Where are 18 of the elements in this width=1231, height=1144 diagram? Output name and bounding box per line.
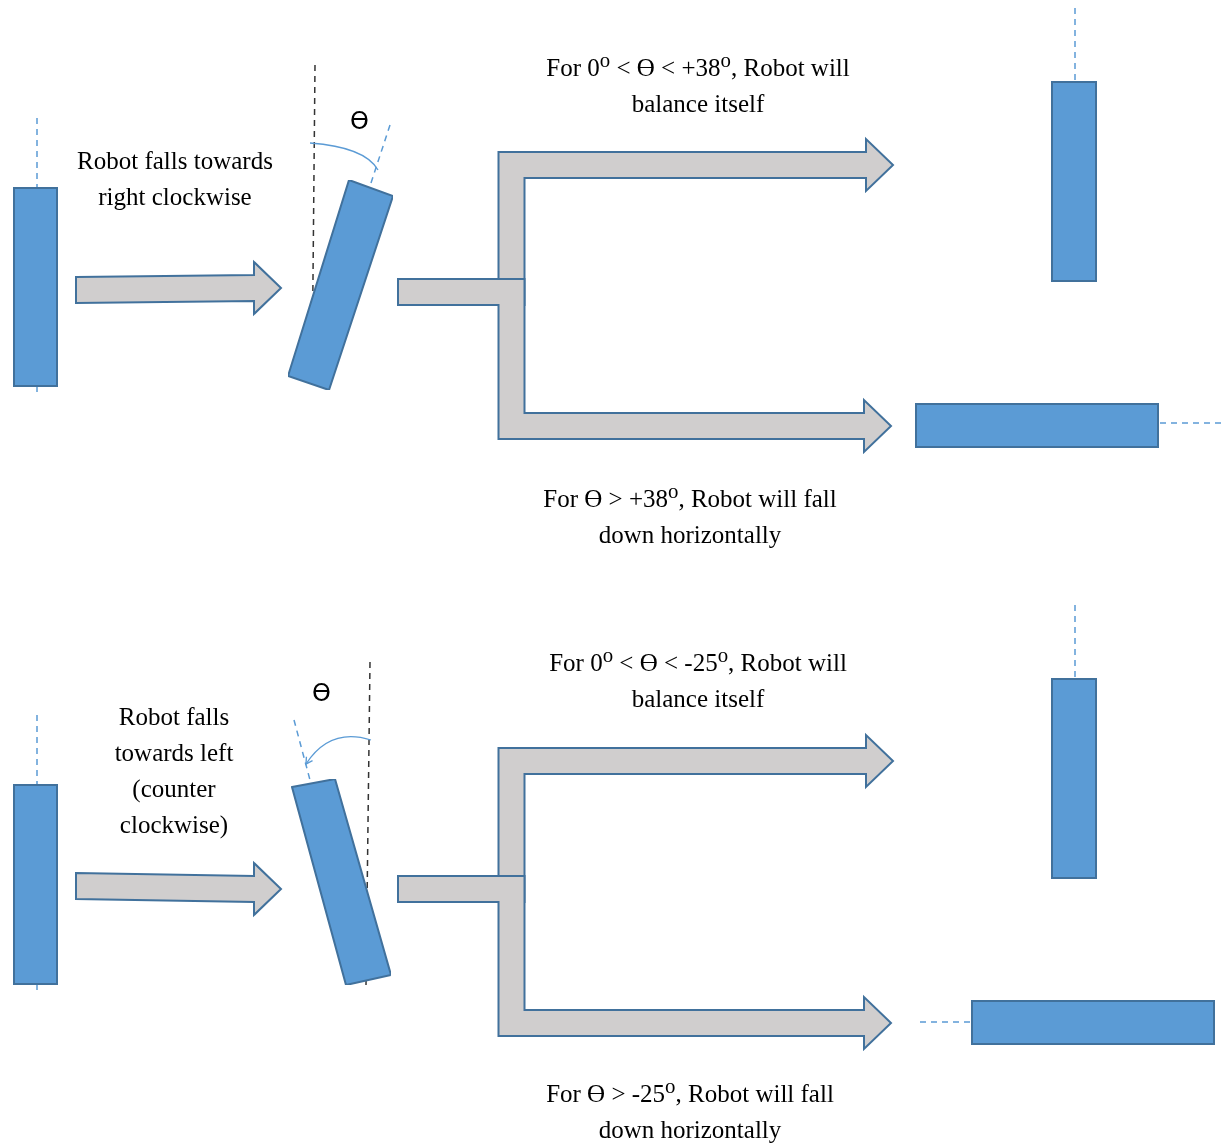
- robot-bar: [1051, 81, 1097, 282]
- edge-label: Robot falls towards left (counter clockwise): [113, 702, 235, 840]
- edge-label: For 0$^{o}$ < ϴ < +38$^{o}$, Robot will balance itself: [545, 47, 851, 120]
- edge-label: For ϴ > -25$^{o}$, Robot will fall down horizontally: [545, 1073, 835, 1144]
- block-arrow: [75, 860, 283, 918]
- angle-symbol: ϴ: [312, 680, 331, 706]
- robot-bar: [971, 1000, 1215, 1045]
- robot-bar: [13, 187, 58, 387]
- edge-label: For ϴ > +38$^{o}$, Robot will fall down horizontally: [542, 478, 838, 551]
- robot-bar: [13, 784, 58, 985]
- angle-symbol: ϴ: [350, 108, 369, 134]
- edge-label: For 0$^{o}$ < ϴ < -25$^{o}$, Robot will balance itself: [548, 642, 848, 715]
- robot-bar: [915, 403, 1159, 448]
- robot-bar: [291, 779, 391, 985]
- block-arrow: [75, 259, 283, 317]
- edge-label: Robot falls towards right clockwise: [76, 146, 274, 212]
- robot-bar: [288, 180, 393, 390]
- robot-bar: [1051, 678, 1097, 879]
